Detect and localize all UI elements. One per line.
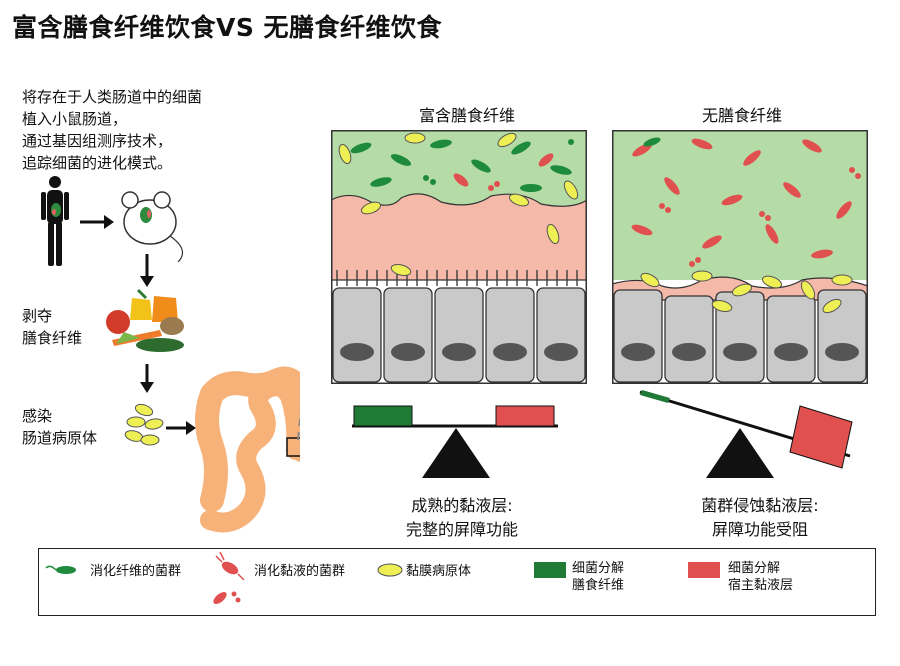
left-caption: 成熟的黏液层: 完整的屏障功能 <box>342 494 582 542</box>
intro-line-1: 将存在于人类肠道中的细菌 <box>22 88 203 106</box>
legend-fiber-bacteria: 消化纤维的菌群 <box>90 564 182 579</box>
mucus-layer <box>331 193 587 281</box>
cell-nuclei <box>340 343 578 361</box>
legend-mucus-bacteria: 消化黏液的菌群 <box>254 564 346 579</box>
legend-red-line-1: 细菌分解 <box>728 561 781 576</box>
step3-line-2: 肠道病原体 <box>22 429 98 447</box>
step-deprive-fiber: 剥夺 膳食纤维 <box>22 305 82 349</box>
mucus-bacteria-group <box>453 153 554 191</box>
arrow-right-icon-2 <box>166 421 196 435</box>
pathogen-group <box>338 132 579 276</box>
left-caption-line-1: 成熟的黏液层: <box>411 496 513 515</box>
right-caption: 菌群侵蚀黏液层: 屏障功能受阻 <box>640 494 880 542</box>
intro-line-2: 植入小鼠肠道， <box>22 110 128 128</box>
step-infect: 感染 肠道病原体 <box>22 405 97 449</box>
mucus-bacteria-group-2 <box>631 138 861 267</box>
page-title: 富含膳食纤维饮食VS 无膳食纤维饮食 <box>12 13 443 42</box>
left-caption-line-2: 完整的屏障功能 <box>405 520 518 539</box>
fiber-bacteria-group-2 <box>643 137 661 147</box>
fiber-bacteria-legend-icon <box>45 565 76 574</box>
tilted-scale <box>639 390 853 478</box>
balance-scales <box>352 390 853 478</box>
arrow-down-icon-2 <box>140 364 154 393</box>
pathogen-cluster-icon <box>124 403 164 446</box>
intro-line-3: 通过基因组测序技术， <box>22 132 173 150</box>
step2-line-2: 膳食纤维 <box>22 329 83 347</box>
left-flow-graphics <box>41 176 300 533</box>
epithelial-cells-2 <box>613 289 867 383</box>
mouse-icon <box>121 191 184 263</box>
epithelial-cells <box>332 287 586 383</box>
step3-line-1: 感染 <box>22 407 53 425</box>
legend-green-line-1: 细菌分解 <box>572 561 625 576</box>
right-panel-label: 无膳食纤维 <box>701 106 782 125</box>
pathogen-group-2 <box>640 270 853 314</box>
legend-red-box: 细菌分解 宿主黏液层 <box>728 560 793 594</box>
microvilli <box>336 270 578 286</box>
lumen-area-2 <box>612 130 868 280</box>
red-box-legend-icon <box>688 562 720 578</box>
fiber-bacteria-group <box>350 139 574 192</box>
right-caption-line-2: 屏障功能受阻 <box>711 520 808 539</box>
balanced-scale <box>352 405 558 478</box>
fiber-rich-panel <box>331 130 587 384</box>
green-box-legend-icon <box>534 562 566 578</box>
pathogen-legend-icon <box>377 563 403 577</box>
left-panel-label: 富含膳食纤维 <box>418 106 515 125</box>
legend-box <box>38 548 876 616</box>
mucus-bacteria-legend-icon <box>213 551 245 604</box>
vegetables-icon <box>106 288 184 352</box>
intro-line-4: 追踪细菌的进化模式。 <box>22 154 173 172</box>
legend-pathogen: 黏膜病原体 <box>406 564 472 579</box>
cell-nuclei-2 <box>621 343 859 361</box>
legend-green-line-2: 膳食纤维 <box>572 578 625 593</box>
intro-text: 将存在于人类肠道中的细菌 植入小鼠肠道， 通过基因组测序技术， 追踪细菌的进化模… <box>22 86 202 174</box>
arrow-right-icon <box>80 215 114 229</box>
step2-line-1: 剥夺 <box>22 307 53 325</box>
right-caption-line-1: 菌群侵蚀黏液层: <box>701 496 819 515</box>
legend-red-line-2: 宿主黏液层 <box>728 578 794 593</box>
human-icon <box>41 176 69 266</box>
legend-green-box: 细菌分解 膳食纤维 <box>572 560 624 594</box>
legend-icons <box>45 551 720 604</box>
fiber-free-panel <box>612 130 868 384</box>
arrow-down-icon <box>140 254 154 287</box>
intestine-icon <box>195 366 300 533</box>
